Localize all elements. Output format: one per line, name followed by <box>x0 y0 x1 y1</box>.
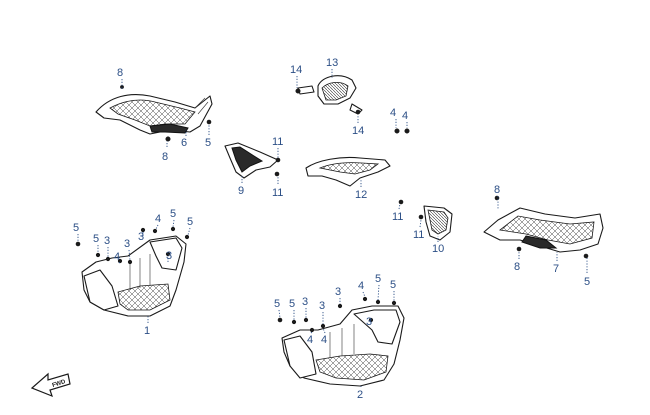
callout-3: 3 <box>335 286 341 298</box>
callout-6: 6 <box>181 137 187 149</box>
fastener-group-top-left <box>120 85 212 142</box>
callout-7: 7 <box>553 263 559 275</box>
callout-5: 5 <box>73 222 79 234</box>
forward-arrow-label: FWD <box>52 379 67 389</box>
callout-5: 5 <box>274 298 280 310</box>
callout-8: 8 <box>162 151 168 163</box>
callout-4: 4 <box>114 251 120 263</box>
callout-5: 5 <box>390 279 396 291</box>
callout-3: 3 <box>319 300 325 312</box>
callout-5: 5 <box>289 298 295 310</box>
fastener-group-part-1 <box>75 226 190 265</box>
callout-5: 5 <box>93 233 99 245</box>
callout-13: 13 <box>326 57 338 69</box>
callout-10: 10 <box>432 243 444 255</box>
callout-3: 3 <box>166 250 172 262</box>
callout-4: 4 <box>155 213 161 225</box>
callout-3: 3 <box>138 231 144 243</box>
callout-4: 4 <box>307 334 313 346</box>
callout-3: 3 <box>366 316 372 328</box>
callout-11: 11 <box>413 229 424 241</box>
front-fender-panel-part-6 <box>95 94 213 135</box>
left-footrest-part-1 <box>81 235 187 317</box>
callout-1: 1 <box>144 325 150 337</box>
callout-3: 3 <box>302 296 308 308</box>
callout-4: 4 <box>321 334 327 346</box>
callout-12: 12 <box>355 189 367 201</box>
bracket-part-9 <box>224 142 281 179</box>
callout-layer: 8 8 6 5 11 11 9 13 14 14 4 4 12 11 11 10 <box>73 57 590 401</box>
headlight-cover-part-13 <box>295 75 363 115</box>
callout-4: 4 <box>402 110 408 122</box>
callout-11: 11 <box>272 187 283 199</box>
callout-5: 5 <box>170 208 176 220</box>
callout-5: 5 <box>205 137 211 149</box>
vent-bracket-part-10 <box>398 199 453 241</box>
callout-11: 11 <box>392 211 403 223</box>
callout-4: 4 <box>358 280 364 292</box>
callout-8: 8 <box>494 184 500 196</box>
callout-3: 3 <box>124 238 130 250</box>
callout-8: 8 <box>514 261 520 273</box>
callout-2: 2 <box>357 389 363 401</box>
right-footrest-part-2 <box>281 305 405 387</box>
callout-14: 14 <box>352 125 364 137</box>
callout-3: 3 <box>104 235 110 247</box>
callout-4: 4 <box>390 107 396 119</box>
right-side-panel-part-7 <box>483 195 604 259</box>
callout-5: 5 <box>375 273 381 285</box>
callout-5: 5 <box>187 216 193 228</box>
fastener-group-part-2 <box>277 296 397 333</box>
callout-5: 5 <box>584 276 590 288</box>
callout-11: 11 <box>272 136 283 148</box>
callout-9: 9 <box>238 185 244 197</box>
center-cover-part-12 <box>305 128 410 187</box>
callout-8: 8 <box>117 67 123 79</box>
callout-14: 14 <box>290 64 302 76</box>
forward-direction-arrow: FWD <box>30 372 71 398</box>
